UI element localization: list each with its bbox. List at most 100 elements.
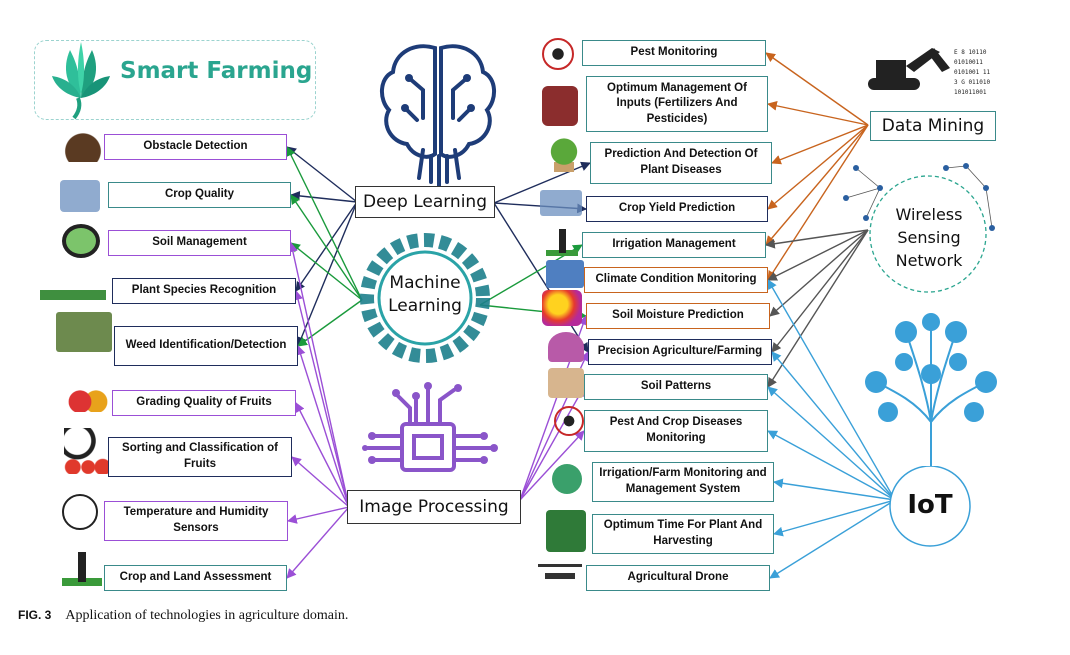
box-crop-yield-prediction: Crop Yield Prediction	[586, 196, 768, 222]
irrigation-sprinkler-icon	[546, 226, 578, 256]
fertilizer-bag-icon	[542, 86, 578, 126]
brand-panel	[34, 40, 316, 120]
connector-ml-l1	[290, 194, 363, 301]
figure-caption: FIG. 3 Application of technologies in agr…	[18, 608, 348, 624]
svg-text:0101001 11: 0101001 11	[954, 69, 991, 76]
seedling-tray-icon	[40, 268, 106, 300]
caption-label: FIG. 3	[18, 608, 52, 622]
box-prediction-plant-diseases: Prediction And Detection Of Plant Diseas…	[590, 142, 772, 184]
connector-dl-l0	[286, 146, 358, 203]
gear-brain-icon	[360, 233, 490, 363]
connector-iot-r11	[773, 499, 896, 537]
pest-target-icon	[542, 38, 574, 70]
box-irrigation-management: Irrigation Management	[582, 232, 766, 258]
connector-iot-r5	[767, 279, 896, 501]
box-irrigation-farm-monitoring: Irrigation/Farm Monitoring and Managemen…	[592, 462, 774, 502]
box-temperature-humidity-sensors: Temperature and Humidity Sensors	[104, 501, 288, 541]
connector-ip-l6	[291, 456, 350, 508]
connector-ip-l7	[287, 506, 350, 524]
sprinkler-icon	[62, 548, 102, 586]
hub-image-processing: Image Processing	[347, 490, 521, 524]
hub-deep-learning: Deep Learning	[355, 186, 495, 218]
box-crop-land-assessment: Crop and Land Assessment	[104, 565, 287, 591]
connector-dl-r7	[493, 202, 589, 353]
connector-ws-r4	[765, 229, 869, 249]
connector-iot-r8	[767, 386, 896, 501]
hub-data-mining: Data Mining	[870, 111, 996, 141]
iot-hub-circle	[889, 466, 971, 547]
connector-ip-l2	[288, 242, 350, 508]
cracked-soil-icon	[548, 368, 584, 398]
box-agricultural-drone: Agricultural Drone	[586, 565, 770, 591]
fruits-chart-icon	[68, 378, 108, 412]
excavator-data-icon: E 8 10110 01010011 0101001 11 3 G 011010…	[868, 48, 991, 96]
connector-dm-r4	[765, 124, 869, 246]
svg-text:3 G 011010: 3 G 011010	[954, 79, 991, 86]
soil-plant-icon	[64, 126, 102, 162]
crop-yield-people-icon	[540, 190, 582, 216]
connector-iot-r9	[767, 430, 896, 501]
svg-text:101011001: 101011001	[954, 89, 987, 96]
hub-iot: IoT	[907, 490, 953, 520]
connector-dm-r2	[771, 124, 869, 165]
precision-farm-icon	[548, 332, 584, 362]
connector-ip-r9	[519, 430, 585, 501]
connector-ml-l4	[297, 299, 363, 347]
farm-monitor-icon	[552, 464, 582, 494]
connector-ws-r6	[769, 229, 869, 317]
lotus-leaf-icon	[52, 42, 110, 120]
connector-dl-l1	[290, 191, 358, 203]
connector-ip-l4	[295, 345, 350, 508]
connector-iot-r12	[769, 499, 896, 579]
drone-icon	[538, 564, 582, 588]
box-crop-quality: Crop Quality	[108, 182, 291, 208]
potted-plant-icon	[544, 138, 584, 172]
box-soil-moisture-prediction: Soil Moisture Prediction	[586, 303, 770, 329]
connector-dm-r5	[767, 124, 869, 281]
connector-ws-r8	[767, 229, 869, 388]
box-plant-species-recognition: Plant Species Recognition	[112, 278, 296, 304]
connector-dm-r1	[767, 101, 869, 126]
farm-workers-icon	[60, 180, 100, 212]
iot-tree-icon	[865, 313, 997, 482]
circuit-brain-icon	[380, 44, 496, 188]
box-precision-agriculture: Precision Agriculture/Farming	[588, 339, 772, 365]
connector-ip-l3	[293, 290, 350, 508]
connector-iot-r7	[771, 351, 896, 501]
connector-ml-l2	[290, 242, 363, 301]
magnifier-plant-icon	[62, 224, 100, 258]
processor-chip-icon	[362, 382, 498, 472]
svg-text:01010011: 01010011	[954, 59, 983, 66]
box-soil-management: Soil Management	[108, 230, 291, 256]
hub-wireless-sensing-network: Wireless Sensing Network	[895, 205, 963, 271]
box-grading-quality-fruits: Grading Quality of Fruits	[112, 390, 296, 416]
box-weed-identification: Weed Identification/Detection	[114, 326, 298, 366]
soil-moisture-map-icon	[542, 290, 582, 326]
box-pest-crop-diseases-monitoring: Pest And Crop Diseases Monitoring	[584, 410, 768, 452]
connector-ws-r5	[767, 229, 869, 281]
box-optimum-management-inputs: Optimum Management Of Inputs (Fertilizer…	[586, 76, 768, 132]
connector-ml-l0	[286, 146, 363, 301]
connector-ip-l5	[295, 402, 350, 508]
connector-dm-r3	[767, 124, 869, 210]
sensor-network-icon	[843, 163, 995, 293]
box-pest-monitoring: Pest Monitoring	[582, 40, 766, 66]
box-sorting-classification-fruits: Sorting and Classification of Fruits	[108, 437, 292, 477]
pest-target-small-icon	[554, 406, 584, 436]
brand-title: Smart Farming	[120, 58, 313, 84]
box-climate-condition-monitoring: Climate Condition Monitoring	[584, 267, 768, 293]
climate-laptop-icon	[546, 260, 584, 288]
hub-machine-learning: Machine Learning	[388, 273, 462, 316]
box-obstacle-detection: Obstacle Detection	[104, 134, 287, 160]
connector-dm-r0	[765, 52, 869, 126]
box-soil-patterns: Soil Patterns	[584, 374, 768, 400]
caption-text: Application of technologies in agricultu…	[65, 608, 349, 623]
thermometer-icon	[62, 494, 98, 530]
weeds-photo-icon	[56, 312, 112, 352]
box-optimum-time-harvesting: Optimum Time For Plant And Harvesting	[592, 514, 774, 554]
connector-ip-r8	[519, 386, 585, 501]
connector-iot-r10	[773, 478, 896, 501]
magnifier-tomatoes-icon	[64, 428, 108, 474]
harvest-farmer-icon	[546, 510, 586, 552]
